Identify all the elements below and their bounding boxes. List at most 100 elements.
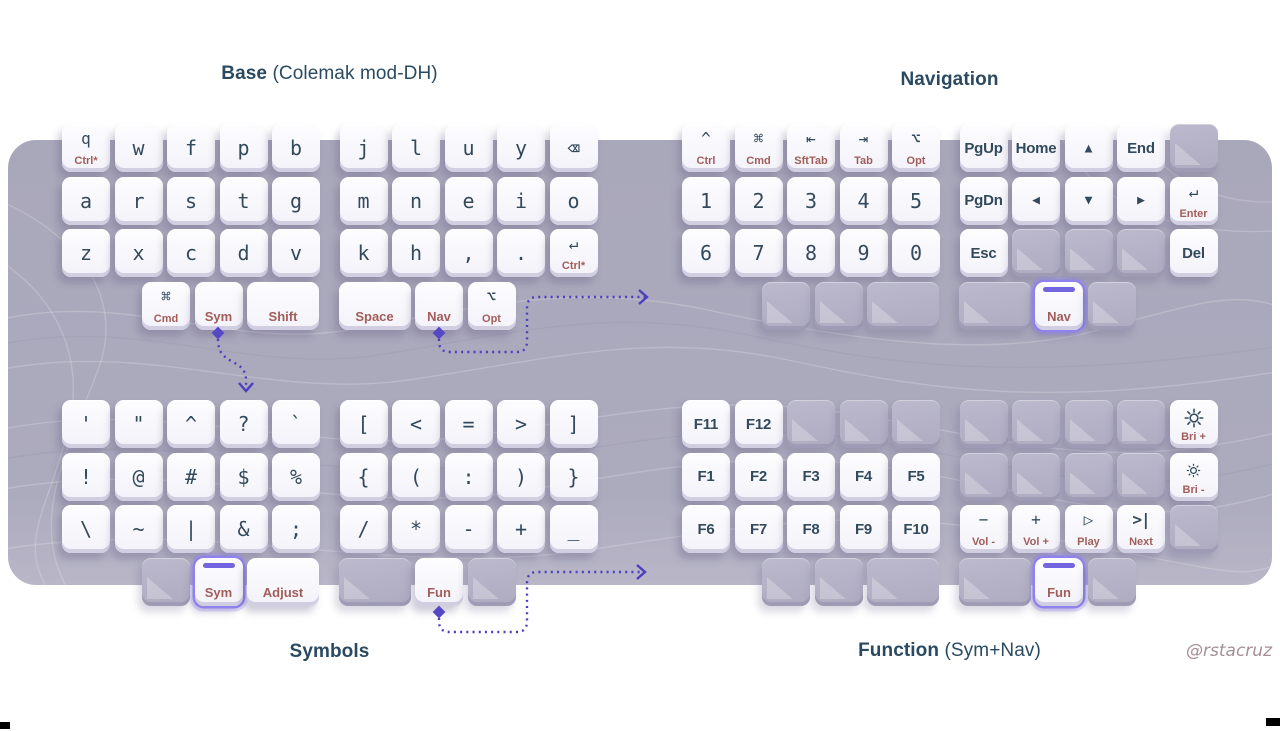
key-label: PgDn	[964, 192, 1003, 209]
key-0: 0	[892, 229, 940, 277]
key-glyph: z	[79, 241, 93, 265]
key-label: PgUp	[964, 139, 1003, 157]
key-brightness-down: Bri -	[1169, 452, 1218, 501]
key-9: 9	[839, 229, 888, 277]
key-glyph: }	[567, 464, 580, 489]
key-glyph: _	[567, 517, 580, 541]
key-glyph: 6	[699, 241, 713, 265]
key-sublabel: Enter	[1179, 207, 1208, 220]
key-glyph: /	[357, 517, 370, 541]
key-home: Home	[1012, 124, 1060, 172]
key-sublabel: Cmd	[153, 312, 179, 325]
key-sublabel: Vol +	[1023, 536, 1049, 548]
credit-handle: @rstacruz	[1186, 641, 1272, 661]
key-blank	[958, 557, 1031, 606]
key-backtick: `	[272, 400, 320, 448]
key-period: .	[497, 229, 545, 277]
key-glyph: .	[514, 241, 528, 265]
key-blank	[338, 557, 411, 606]
key-bracket-left: [	[339, 400, 388, 448]
layer-title-base-bold: Base	[221, 63, 268, 84]
key-blank	[1087, 281, 1136, 330]
key-brace-left: {	[339, 452, 388, 501]
key-x: x	[114, 229, 163, 277]
key-m: m	[339, 176, 388, 225]
key-fun: Fun	[1035, 557, 1083, 606]
key-glyph: \	[79, 517, 93, 541]
key-play: ▷Play	[1064, 505, 1113, 553]
layer-title-function: Function (Sym+Nav)	[682, 640, 1217, 662]
key-glyph: :	[462, 464, 475, 489]
key-next-track: >|Next	[1117, 505, 1165, 553]
key-glyph: ▷	[1083, 510, 1094, 529]
key-row: Nav	[682, 281, 1218, 330]
key-glyph: 0	[909, 241, 923, 265]
key-glyph: s	[184, 188, 198, 213]
key-blank	[467, 557, 516, 606]
key-glyph: ⌥	[486, 286, 497, 306]
key-glyph: #	[184, 464, 198, 489]
key-blank	[762, 557, 810, 606]
key-colon: :	[444, 452, 493, 501]
key-i: i	[497, 176, 545, 225]
key-glyph: ^	[184, 412, 198, 436]
key-y: y	[497, 124, 545, 172]
key-equals: =	[444, 400, 493, 448]
key-row: \~|&;/*-+_	[62, 505, 598, 553]
key-caret: ^	[167, 400, 215, 448]
key-glyph: j	[357, 136, 370, 160]
key-glyph: ;	[289, 517, 303, 541]
key-sublabel: Shift	[268, 308, 298, 324]
key-bracket-right: ]	[549, 400, 598, 448]
key-arrow-up: ▲	[1064, 124, 1113, 172]
key-adjust: Adjust	[247, 557, 319, 606]
key-sublabel: Tab	[854, 155, 873, 167]
key-glyph: >	[514, 412, 528, 436]
key-glyph: |	[184, 517, 198, 541]
key-blank	[762, 281, 810, 330]
key-blank	[1087, 557, 1136, 606]
key-esc: Esc	[959, 229, 1008, 277]
key-cmd: ⌘Cmd	[734, 124, 783, 172]
key-glyph: m	[357, 188, 370, 213]
key-label: F6	[697, 520, 715, 538]
key-underscore: _	[549, 505, 598, 553]
key-enter: ↵Enter	[1169, 176, 1218, 225]
key-2: 2	[734, 176, 783, 225]
key-f5: F5	[892, 452, 940, 501]
key-sublabel: Next	[1129, 536, 1153, 548]
thumb-spacer	[62, 558, 138, 606]
key-sublabel: Adjust	[262, 584, 304, 600]
key-glyph: $	[237, 464, 250, 489]
key-f12: F12	[734, 400, 783, 448]
key-blank	[1064, 452, 1113, 501]
key-glyph: ^	[701, 129, 711, 148]
key-sublabel: Bri -	[1182, 483, 1205, 496]
key-paren-right: )	[497, 452, 545, 501]
key-f8: F8	[787, 505, 835, 553]
key-g: g	[272, 176, 320, 225]
key-glyph: i	[514, 188, 528, 213]
key-shift-tab: ⇤SftTab	[787, 124, 835, 172]
key-glyph: (	[409, 464, 423, 489]
key-blank	[814, 557, 863, 606]
bottom-left-mark	[0, 722, 10, 729]
brightness-up-icon	[1184, 408, 1203, 428]
key-label: F1	[697, 468, 715, 485]
key-label: F11	[693, 415, 719, 433]
key-glyph: {	[357, 464, 370, 489]
key-8: 8	[787, 229, 835, 277]
key-page-up: PgUp	[959, 124, 1008, 172]
key-n: n	[392, 176, 440, 225]
key-blank	[1012, 400, 1060, 448]
key-paren-left: (	[392, 452, 440, 501]
key-sublabel: Sym	[204, 308, 233, 324]
key-r: r	[114, 176, 163, 225]
key-cmd: ⌘Cmd	[142, 281, 190, 330]
key-label: End	[1127, 139, 1155, 157]
key-glyph: !	[79, 464, 93, 489]
